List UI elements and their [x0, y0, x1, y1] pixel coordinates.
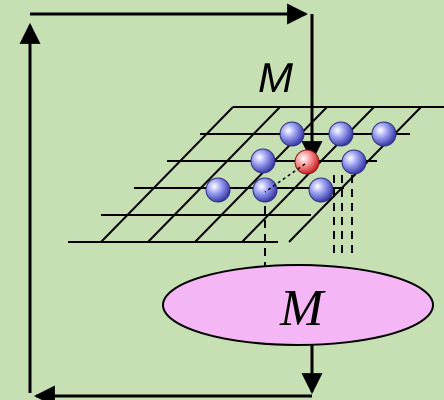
lattice-grid [68, 106, 444, 243]
lattice-node-red [294, 149, 320, 175]
red-node-link [264, 163, 306, 193]
lattice-node-blue [252, 177, 278, 203]
lattice-node-blue [371, 121, 397, 147]
lattice-node-blue [205, 177, 231, 203]
lattice-nodes [205, 121, 397, 203]
top-symbol-label: M [258, 54, 293, 101]
lattice-node-blue [250, 148, 276, 174]
mean-field-ellipse [162, 264, 434, 346]
loop-lines [19, 3, 323, 400]
ellipse-symbol-label: M [279, 280, 326, 337]
lattice-node-blue [328, 121, 354, 147]
lattice-node-blue [279, 121, 305, 147]
lattice-node-blue [308, 177, 334, 203]
lattice-node-blue [341, 149, 367, 175]
